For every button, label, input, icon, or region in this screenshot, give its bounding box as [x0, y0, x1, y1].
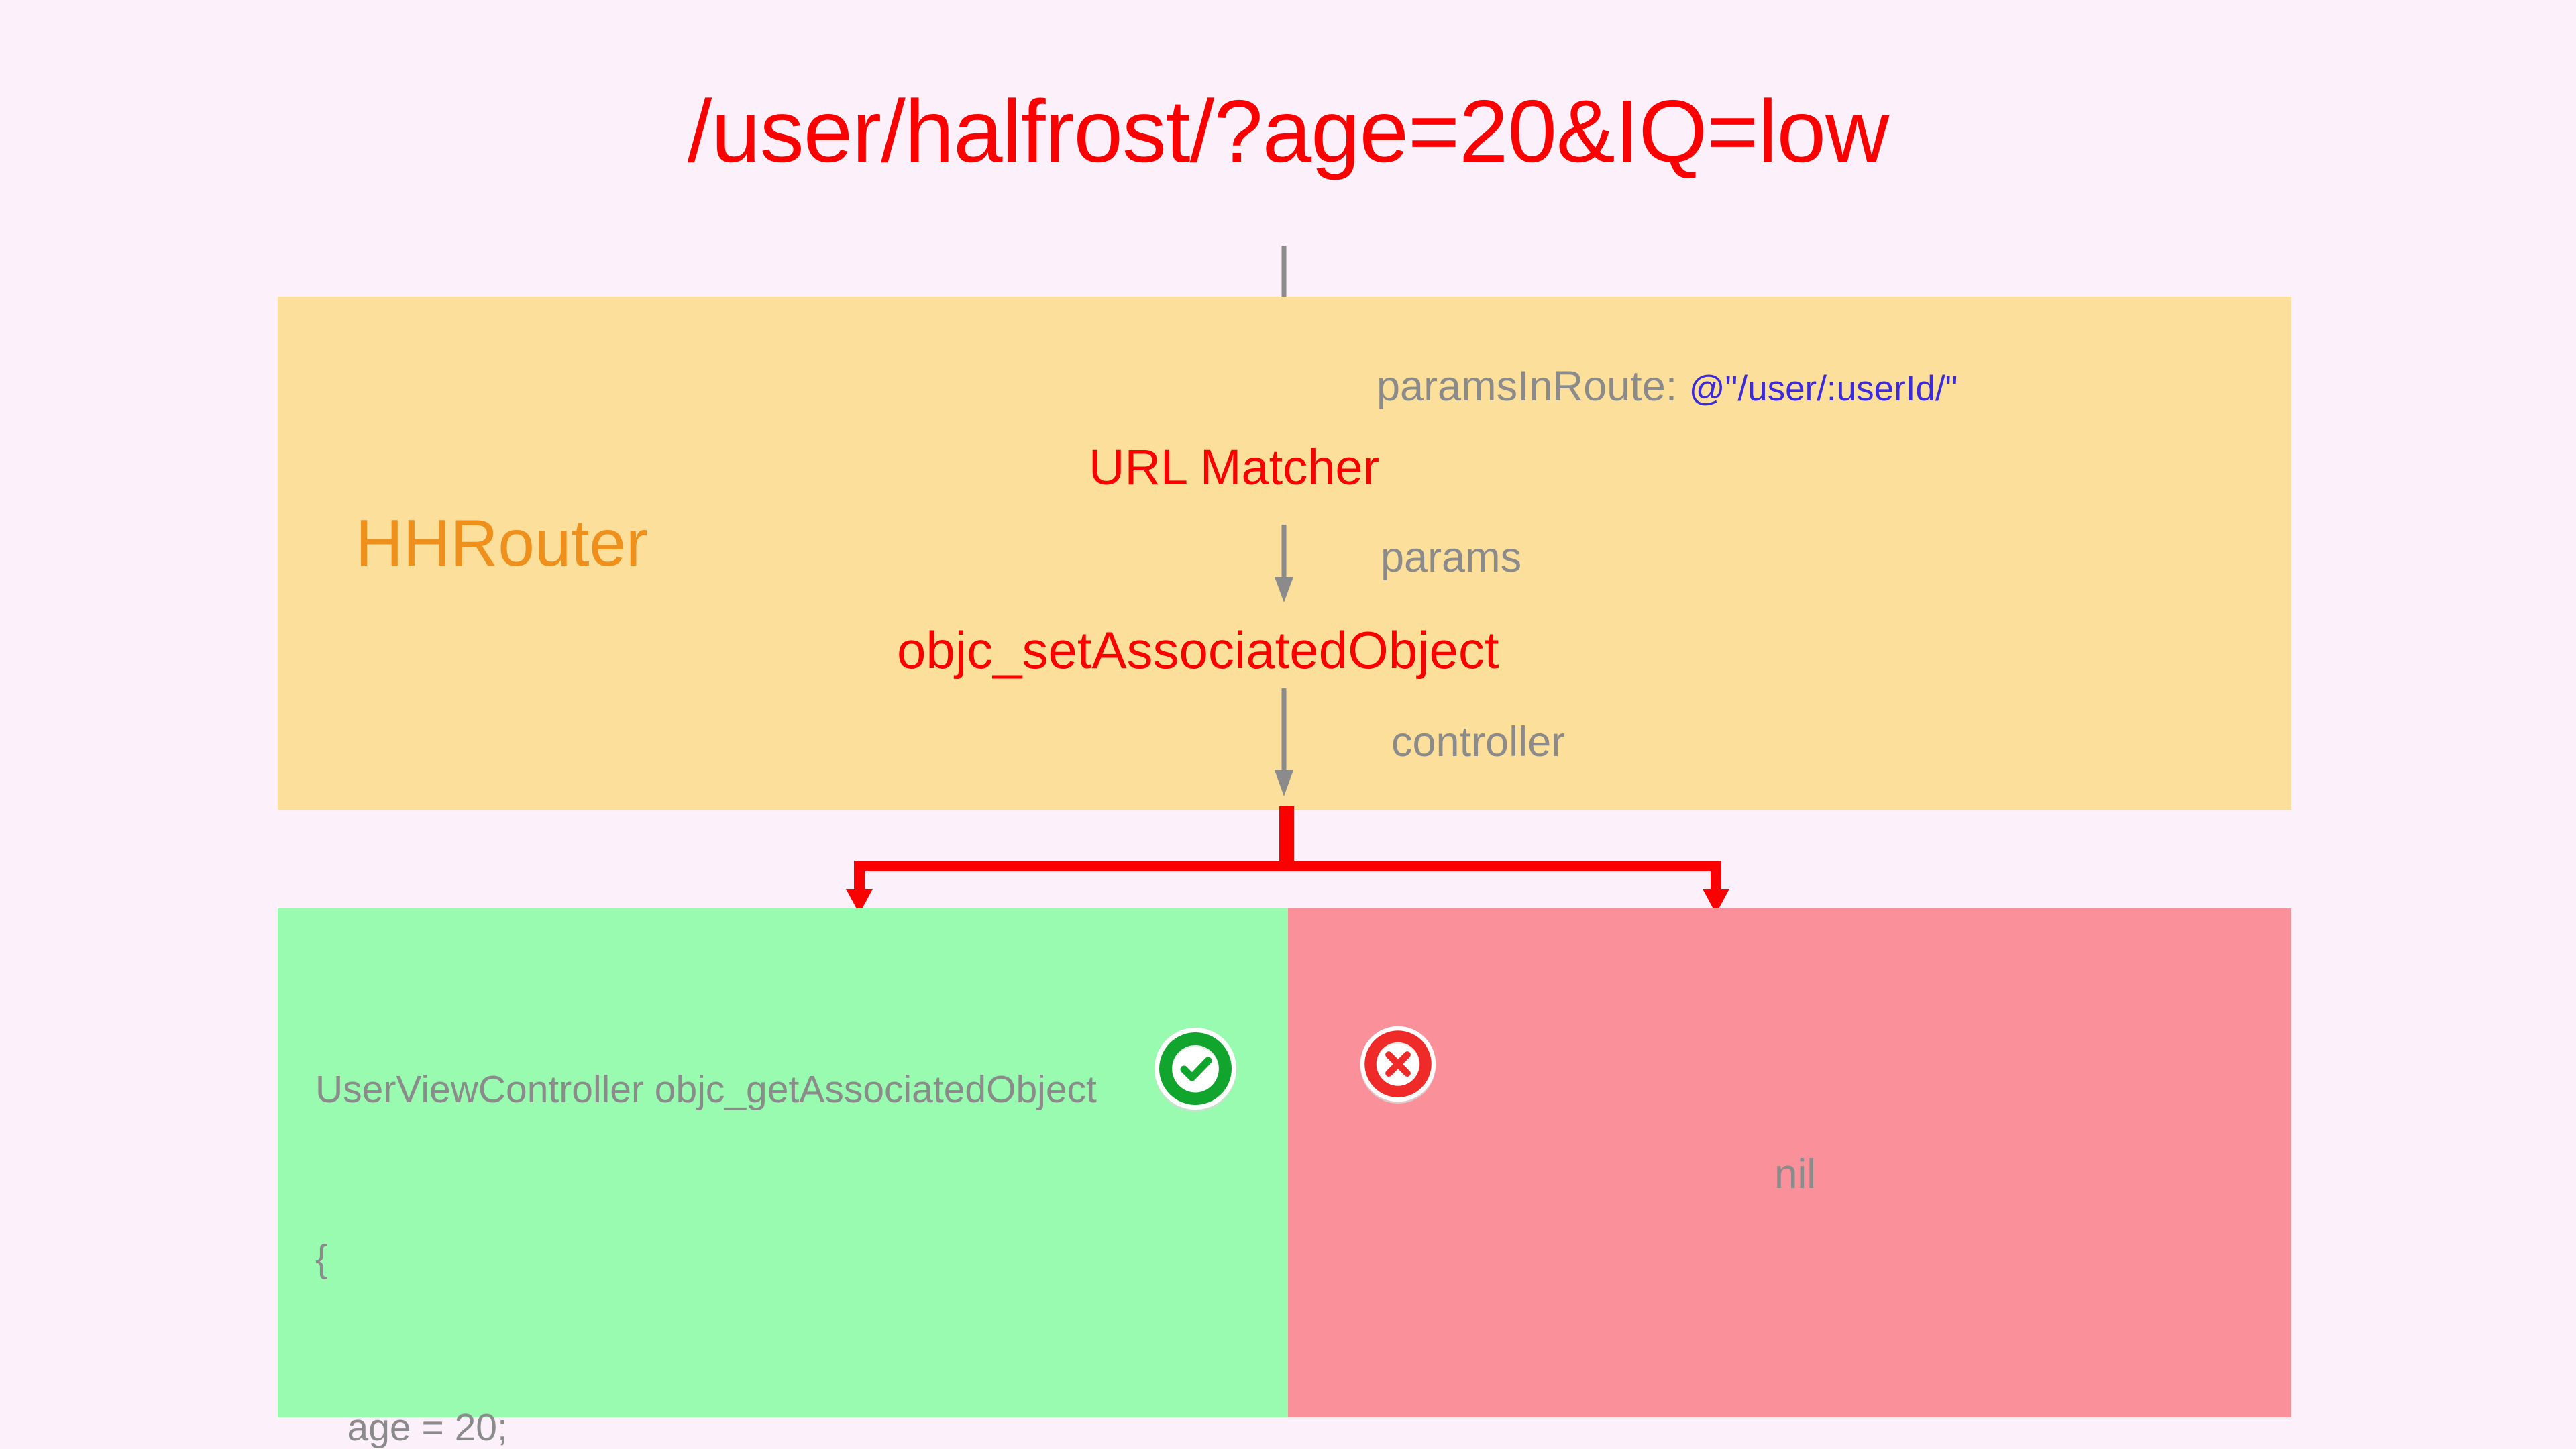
router-title: HHRouter [356, 506, 648, 580]
params-in-route-row: paramsInRoute: @"/user/:userId/" [1377, 366, 1958, 408]
code-line: UserViewController objc_getAssociatedObj… [315, 1068, 1097, 1111]
fork-arrow-icon [846, 806, 1729, 914]
nil-value: nil [1774, 1151, 1817, 1197]
url-matcher-label: URL Matcher [1089, 439, 1380, 495]
objc-set-associated-object-label: objc_setAssociatedObject [897, 621, 1499, 680]
associated-object-code: UserViewController objc_getAssociatedObj… [315, 949, 1097, 1449]
code-line: { [315, 1237, 329, 1280]
params-in-route-value: @"/user/:userId/" [1688, 369, 1958, 409]
success-result-box [278, 908, 1288, 1417]
params-in-route-label: paramsInRoute: [1377, 363, 1678, 410]
controller-label: controller [1391, 718, 1566, 765]
page-title: /user/halfrost/?age=20&IQ=low [687, 82, 1890, 180]
code-line: age = 20; [315, 1406, 508, 1449]
check-circle-icon [1155, 1028, 1236, 1112]
arrow-down-icon [1275, 525, 1293, 602]
cross-circle-icon [1360, 1026, 1436, 1104]
arrow-down-icon [1275, 688, 1293, 796]
failure-result-box [1288, 908, 2291, 1417]
params-label: params [1381, 534, 1522, 581]
